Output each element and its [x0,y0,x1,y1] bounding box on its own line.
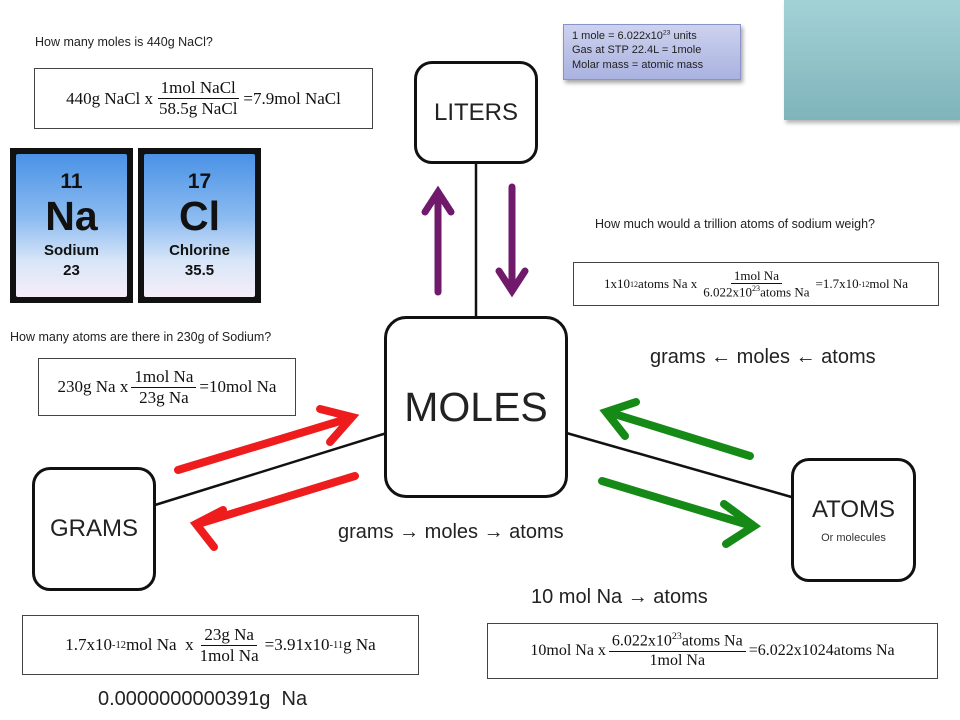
flow-reverse: grams ← moles ← atoms [650,346,876,368]
eq3-lead-exp: 12 [630,279,639,289]
note-mole-units: 1 mole = 6.022x10 [572,30,663,42]
element-tile-sodium: 11 Na Sodium 23 [10,148,133,303]
eq5-result: =6.022x1024atoms Na [748,642,895,659]
element-mass: 23 [63,262,80,280]
arrow-green-to-moles [599,398,754,460]
eq2-numerator: 1mol Na [131,367,197,388]
eq5-num-exp: 23 [671,631,682,643]
note-units: units [670,30,697,42]
node-liters-label: LITERS [433,98,519,126]
arrow-up-purple [421,185,455,296]
question-nacl: How many moles is 440g NaCl? [35,35,213,49]
eq4-result-b: g Na [343,635,376,654]
eq4-lead-b: mol Na x [126,635,194,654]
eq3-lead-b: atoms Na x [638,276,698,291]
flow-mol-to-atoms: 10 mol Na → atoms [531,586,708,608]
eq3-numerator: 1mol Na [730,269,782,285]
arrow-green-to-atoms [598,477,762,548]
eq4-lead-exp: -12 [112,639,127,651]
eq1-denominator: 58.5g NaCl [159,99,238,118]
eq1-lead: 440g NaCl x [66,88,154,108]
element-mass: 35.5 [184,262,215,280]
equation-mol-to-atoms: 10mol Na x 6.022x1023atoms Na 1mol Na =6.… [487,623,938,679]
node-moles: MOLES [384,316,568,498]
moles-atoms-line [562,430,796,500]
grams-moles-line [154,430,391,507]
node-grams-label: GRAMS [49,515,138,542]
element-symbol: Cl [179,192,220,239]
final-answer: 0.0000000000391g Na [98,688,308,710]
element-tile-chlorine: 17 Cl Chlorine 35.5 [138,148,261,303]
notes-box: 1 mole = 6.022x1023 units Gas at STP 22.… [563,24,741,80]
element-name: Chlorine [169,241,230,259]
question-sodium-atoms: How many atoms are there in 230g of Sodi… [10,330,272,344]
eq4-numerator: 23g Na [201,625,257,646]
node-atoms-label: ATOMS [811,496,896,523]
eq4-result-a: =3.91x10 [264,635,330,654]
element-symbol: Na [45,192,98,239]
element-number: 17 [187,169,212,193]
node-grams: GRAMS [32,467,156,591]
arrow-red-to-grams [189,472,359,551]
eq1-result: =7.9mol NaCl [243,88,341,108]
eq2-denominator: 23g Na [139,387,189,407]
element-name: Sodium [44,241,99,259]
eq4-lead-a: 1.7x10 [65,635,113,654]
note-exp: 23 [662,29,671,37]
eq5-num-a: 6.022x10 [611,632,672,650]
eq3-result-exp: -12 [858,279,870,289]
eq4-result-exp: -11 [329,639,344,651]
flow-forward: grams → moles → atoms [338,521,564,543]
question-trillion-atoms: How much would a trillion atoms of sodiu… [595,217,875,231]
eq5-lead: 10mol Na x [530,642,606,659]
node-atoms-sublabel: Or molecules [821,532,886,544]
eq2-result: =10mol Na [199,377,277,396]
eq3-result-b: mol Na [869,276,908,291]
note-stp: Gas at STP 22.4L = 1mole [572,44,702,57]
eq5-denominator: 1mol Na [649,652,706,670]
arrow-red-to-moles [174,405,360,474]
element-number: 11 [60,169,83,193]
node-atoms: ATOMS Or molecules [791,458,916,582]
node-liters: LITERS [414,61,538,164]
eq1-numerator: 1mol NaCl [157,79,239,99]
arrow-down-purple [495,183,529,298]
eq3-den-a: 6.022x10 [703,284,753,300]
eq3-lead-a: 1x10 [604,276,630,291]
eq2-lead: 230g Na x [57,377,129,396]
eq5-num-b: atoms Na [681,632,743,650]
eq3-den-b: atoms Na [760,284,810,300]
eq3-result-a: =1.7x10 [815,276,859,291]
eq4-denominator: 1mol Na [199,645,259,665]
eq3-den-exp: 23 [752,284,761,294]
teal-decor-box [784,0,960,120]
note-molar-mass: Molar mass = atomic mass [572,58,704,71]
node-moles-label: MOLES [404,383,548,430]
